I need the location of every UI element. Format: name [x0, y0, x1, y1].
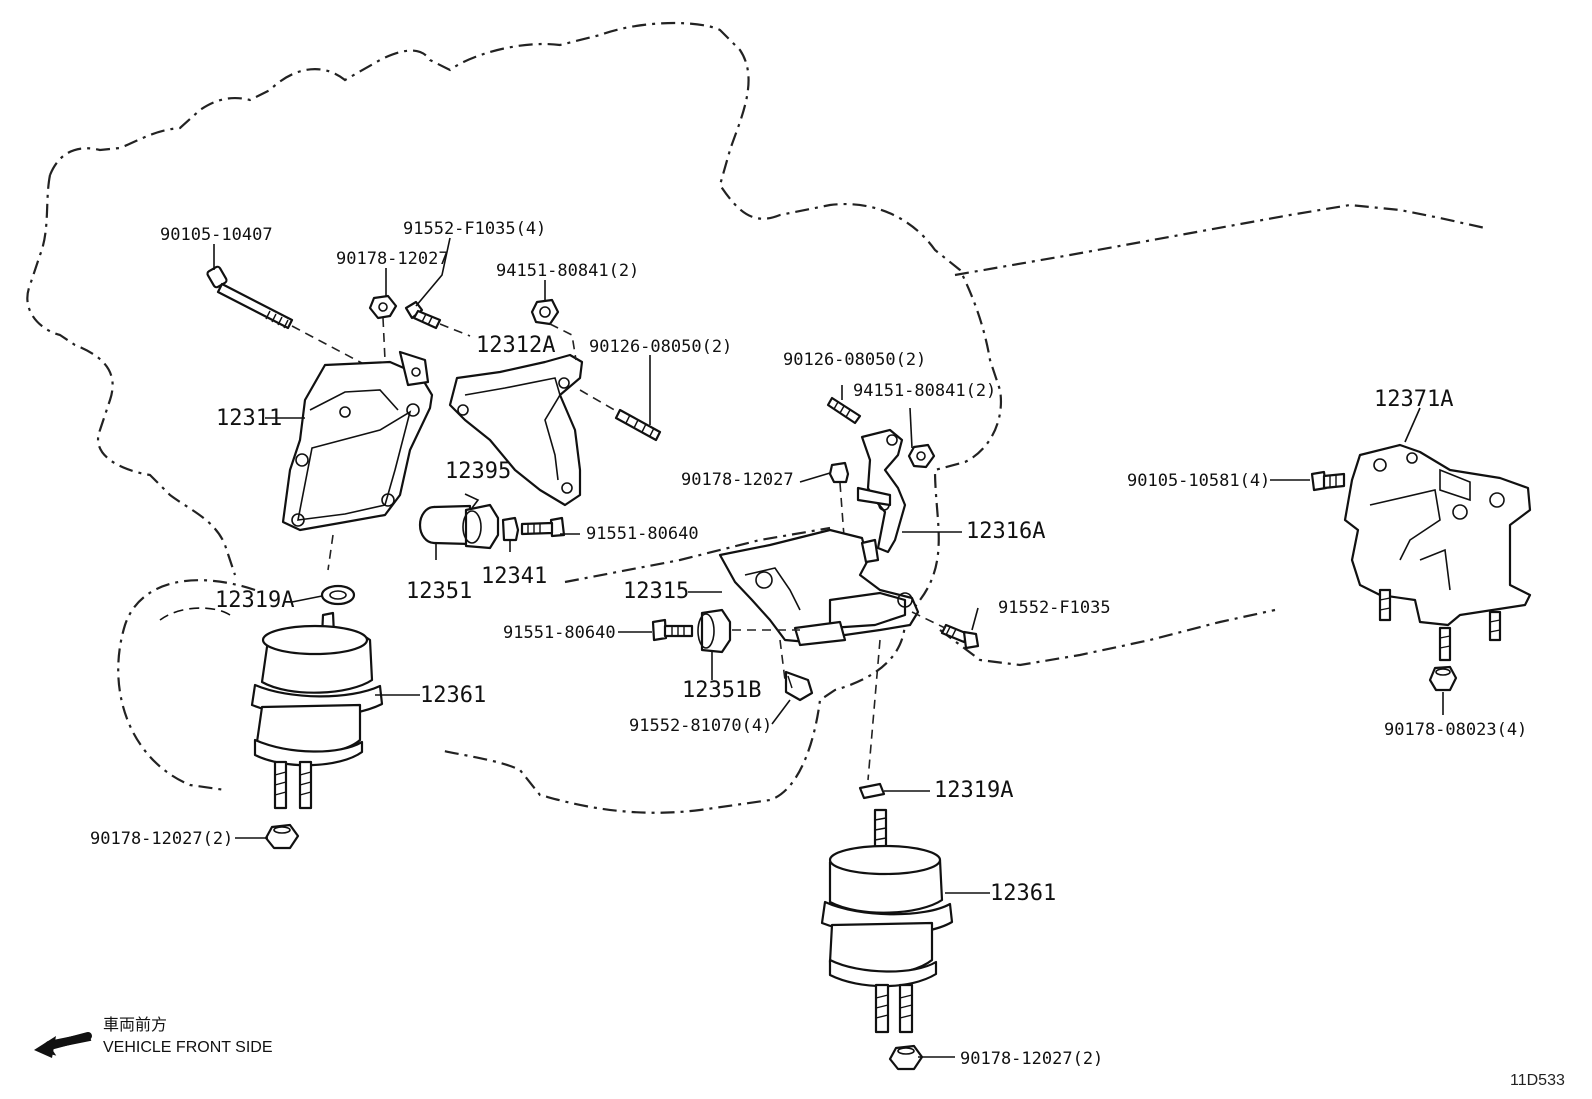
transmission-outline-bottom — [939, 608, 1276, 667]
label-94151-80841-right: 94151-80841(2) — [853, 381, 996, 401]
engine-mount-12361-left — [250, 611, 384, 810]
stud-90126-08050-right — [826, 396, 862, 425]
cushion-12351b — [697, 608, 732, 654]
collar-12341 — [501, 516, 520, 542]
label-91552-81070: 91552-81070(4) — [629, 716, 772, 736]
label-12311: 12311 — [216, 406, 282, 431]
bracket-12316a — [856, 428, 907, 554]
label-94151-80841-left: 94151-80841(2) — [496, 261, 639, 281]
nut-90178-12027-center — [828, 461, 850, 484]
leader-nut-center — [839, 482, 846, 551]
washer-12319a-left — [320, 584, 356, 606]
transmission-outline-top — [954, 203, 1486, 277]
bolt-90105-10581 — [1310, 470, 1346, 492]
label-90178-12027-left: 90178-12027 — [336, 249, 449, 269]
bolt-91552-f1035-right — [940, 623, 980, 650]
nut-90178-08023 — [1428, 665, 1458, 692]
washer-12319a-right — [858, 782, 886, 800]
label-91552-f1035-left: 91552-F1035(4) — [403, 219, 546, 239]
nut-94151-80841-right — [907, 443, 936, 469]
label-12361-right: 12361 — [990, 881, 1056, 906]
label-12351: 12351 — [406, 579, 472, 604]
nut-90178-12027-bottom-left — [264, 823, 300, 850]
label-12312a: 12312A — [476, 333, 555, 358]
label-91551-80640-left: 91551-80640 — [586, 524, 699, 544]
diagram-id: 11D533 — [1510, 1072, 1565, 1089]
flywheel-outline — [117, 579, 256, 792]
arrow-left-down-icon — [34, 1032, 92, 1058]
label-12361-left: 12361 — [420, 683, 486, 708]
label-90178-12027-bottom-right: 90178-12027(2) — [960, 1049, 1103, 1069]
bolt-91552-f1035-left — [404, 300, 442, 330]
leader-bolt-91552-right — [911, 611, 946, 629]
transmission-mount-12371a — [1343, 443, 1532, 627]
flywheel-inner — [159, 607, 231, 621]
label-90105-10581: 90105-10581(4) — [1127, 471, 1270, 491]
leader-bracket-to-washer — [327, 534, 334, 571]
bracket-12312a — [448, 353, 584, 507]
engine-outline — [48, 21, 1003, 814]
nut-94151-80841-left — [530, 298, 560, 326]
label-12319a-right: 12319A — [934, 778, 1013, 803]
leader-94151-left — [549, 323, 577, 361]
label-90105-10407: 90105-10407 — [160, 225, 273, 245]
cushion-12351 — [418, 504, 472, 546]
leader-lines — [213, 237, 1444, 1058]
mount-12371a-studs — [1378, 588, 1502, 662]
engine-outline-left — [26, 174, 237, 576]
leader-bolt-81070 — [779, 639, 786, 681]
label-12315: 12315 — [623, 579, 689, 604]
oil-pan-line — [564, 526, 831, 584]
label-12351b: 12351B — [682, 678, 761, 703]
leader-stud-left — [579, 389, 619, 413]
label-12395: 12395 — [445, 459, 511, 484]
label-91551-80640-center: 91551-80640 — [503, 623, 616, 643]
label-90178-12027-center: 90178-12027 — [681, 470, 794, 490]
label-12316a: 12316A — [966, 519, 1045, 544]
leader-bolt-91552-left — [439, 323, 471, 337]
label-90178-08023: 90178-08023(4) — [1384, 720, 1527, 740]
stud-90126-08050-left — [614, 408, 662, 442]
label-12319a-left: 12319A — [215, 588, 294, 613]
direction-label-japanese: 車両前方 — [103, 1016, 167, 1034]
label-12341: 12341 — [481, 564, 547, 589]
bolt-90105-10407 — [206, 265, 294, 330]
bolt-91552-81070 — [784, 670, 814, 702]
cushion-12395 — [462, 503, 500, 550]
label-91552-f1035-right: 91552-F1035 — [998, 598, 1111, 618]
nut-90178-12027-bottom-right — [888, 1044, 924, 1071]
label-90126-08050-right: 90126-08050(2) — [783, 350, 926, 370]
bolt-91551-80640-center — [651, 618, 694, 642]
bracket-12315 — [718, 528, 920, 647]
label-90178-12027-bottom-left: 90178-12027(2) — [90, 829, 233, 849]
bolt-91551-80640-left — [520, 516, 566, 538]
label-12371a: 12371A — [1374, 387, 1453, 412]
bracket-12311 — [281, 350, 434, 532]
leader-bracket-to-washer-right — [867, 639, 881, 781]
direction-label-english: VEHICLE FRONT SIDE — [103, 1039, 273, 1056]
nut-90178-12027-left — [368, 294, 398, 320]
label-90126-08050-left: 90126-08050(2) — [589, 337, 732, 357]
engine-mount-12361-right — [820, 808, 954, 1034]
leader-nut-left — [382, 317, 386, 361]
